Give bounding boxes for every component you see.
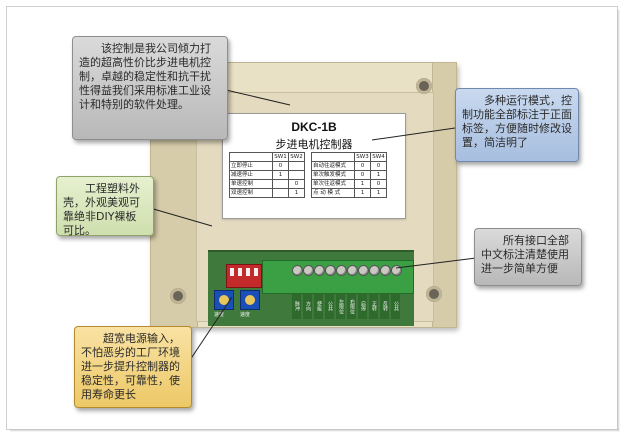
terminal-screw <box>347 265 358 276</box>
leader-line <box>189 296 233 361</box>
callout-text: 超宽电源输入，不怕恶劣的工厂环境进一步提升控制器的稳定性，可靠性，使用寿命更长 <box>81 332 180 401</box>
terminal-screw <box>303 265 314 276</box>
front-label: DKC-1B 步进电机控制器 SW1 SW2 立即停止 0 减速停止 1 单速控… <box>222 113 406 219</box>
speed-potentiometer-2 <box>240 290 260 310</box>
terminal-screw <box>380 265 391 276</box>
terminal-screw <box>292 265 303 276</box>
terminal-label: 公共 <box>325 293 334 319</box>
terminal-label: 反转 <box>380 293 389 319</box>
switch-table-right: SW3 SW4 自动往返模式 0 0 单次触发模式 0 1 单次往返模式 1 0… <box>311 152 387 198</box>
callout-right-top: 多种运行模式，控制功能全部标注于正面标签，方便随时修改设置，简洁明了 <box>455 88 579 162</box>
frame-shadow-right <box>617 10 620 432</box>
leader-line <box>225 89 291 106</box>
terminal-label: 右限位 <box>347 293 356 319</box>
callout-text: 多种运行模式，控制功能全部标注于正面标签，方便随时修改设置，简洁明了 <box>462 94 572 149</box>
terminal-screw <box>369 265 380 276</box>
terminal-screw <box>314 265 325 276</box>
leader-line <box>149 207 213 227</box>
terminal-label: 使能 <box>314 293 323 319</box>
terminal-label: 脉冲 <box>292 293 301 319</box>
leader-line <box>395 257 477 269</box>
callout-mid-left: 工程塑料外壳，外观美观可靠绝非DIY裸板可比。 <box>56 176 154 237</box>
terminal-label: 公共 <box>391 293 400 319</box>
callout-bottom-left: 超宽电源输入，不怕恶劣的工厂环境进一步提升控制器的稳定性，可靠性，使用寿命更长 <box>74 326 192 408</box>
mounting-hole-top-right <box>416 78 432 94</box>
model-name: DKC-1B <box>291 120 337 134</box>
device-name: 步进电机控制器 <box>275 138 353 151</box>
callout-text: 工程塑料外壳，外观美观可靠绝非DIY裸板可比。 <box>63 182 140 237</box>
terminal-label: 左限位 <box>336 293 345 319</box>
leader-line <box>371 127 456 141</box>
dip-switch <box>226 264 262 288</box>
terminal-label: 启停 <box>358 293 367 319</box>
frame-shadow-bottom <box>10 429 619 432</box>
terminal-label: 正转 <box>369 293 378 319</box>
terminal-screw <box>358 265 369 276</box>
callout-top-left: 该控制是我公司倾力打造的超高性价比步进电机控制，卓越的稳定性和抗干扰性得益我们采… <box>72 36 228 140</box>
terminal-screw <box>391 265 402 276</box>
pot-label-1: 速度 <box>214 312 225 318</box>
switch-table-left: SW1 SW2 立即停止 0 减速停止 1 单速控制 0 双速控制 1 <box>229 152 305 198</box>
pot-label-2: 速度 <box>240 312 251 318</box>
mounting-hole-bottom-right <box>426 286 442 302</box>
case-right-flange <box>432 62 457 328</box>
terminal-screw <box>336 265 347 276</box>
callout-text: 所有接口全部中文标注清楚使用进一步简单方便 <box>481 234 569 275</box>
terminal-label: 方向 <box>303 293 312 319</box>
table-cell: 1 <box>370 188 387 198</box>
table-cell: 1 <box>288 188 305 198</box>
mounting-hole-bottom-left <box>170 288 186 304</box>
callout-text: 该控制是我公司倾力打造的超高性价比步进电机控制，卓越的稳定性和抗干扰性得益我们采… <box>79 42 211 111</box>
terminal-screw <box>325 265 336 276</box>
callout-right-mid: 所有接口全部中文标注清楚使用进一步简单方便 <box>474 228 582 286</box>
